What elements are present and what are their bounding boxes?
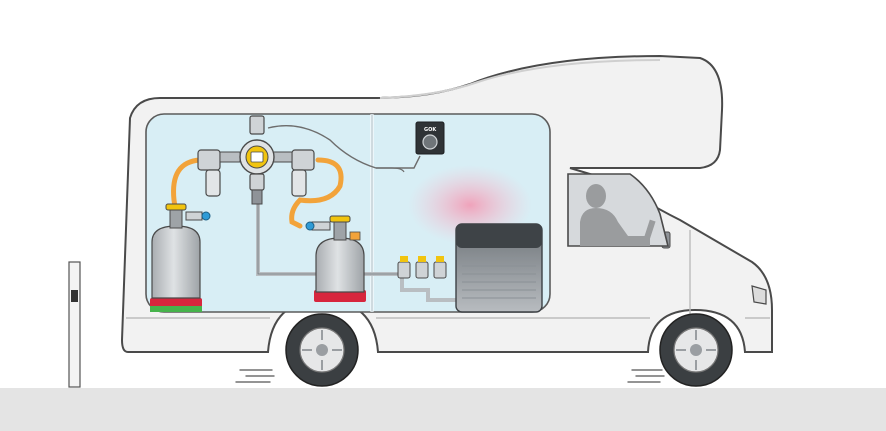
gas-cylinder-right: [305, 215, 366, 302]
motion-lines: [235, 369, 665, 383]
cab-window: [567, 173, 670, 247]
shutoff-valves: [397, 256, 447, 279]
regulator-icon: [197, 115, 315, 205]
control-panel-brand: GOK: [424, 127, 437, 133]
wheel-icon: [285, 313, 359, 387]
gas-hoses: [171, 157, 344, 229]
wheel-icon: [659, 313, 733, 387]
control-panel-icon: GOK: [415, 121, 445, 155]
heater-icon: [455, 223, 543, 313]
headlight: [751, 285, 767, 305]
driver-silhouette: [580, 184, 656, 246]
roadside-post: [68, 261, 81, 388]
road: [0, 388, 886, 431]
control-cable: [267, 125, 421, 169]
gas-cylinder-left: [150, 203, 211, 312]
